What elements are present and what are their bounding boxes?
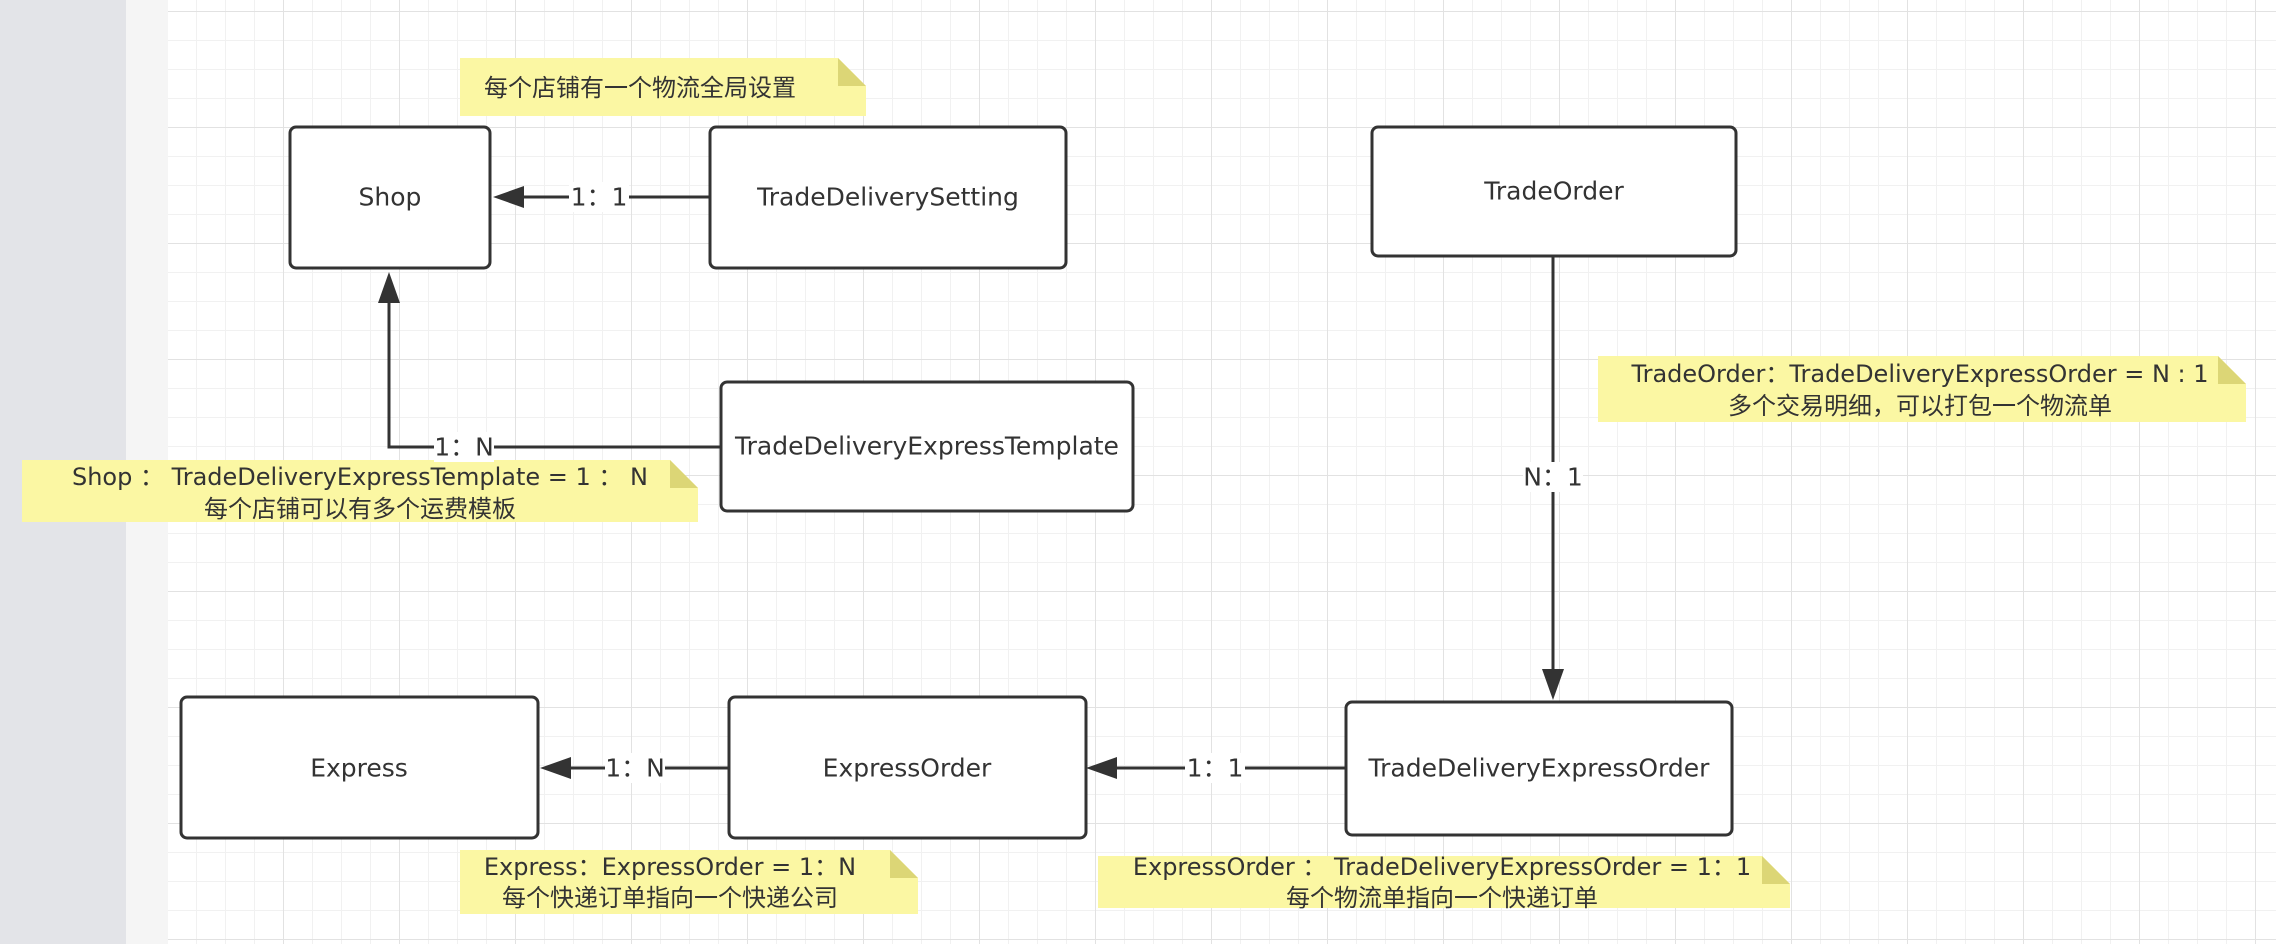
connector-expressorder-to-express[interactable]: 1：N: [540, 753, 728, 783]
entity-box: [288, 125, 492, 270]
note-fold-corner: [890, 850, 918, 878]
entity-trade-delivery-express-order[interactable]: TradeDeliveryExpressOrder: [1344, 700, 1734, 837]
relation-label-bg: [1523, 462, 1583, 492]
entity-express-order[interactable]: ExpressOrder: [727, 695, 1088, 840]
connector-deliveryorder-to-expressorder[interactable]: 1：1: [1086, 753, 1346, 783]
connector-line: [387, 300, 722, 449]
relation-label: 1：1: [1187, 754, 1244, 783]
connector-template-to-shop[interactable]: 1：N: [378, 272, 722, 462]
relation-label: 1：N: [605, 754, 665, 783]
entity-trade-delivery-setting[interactable]: TradeDeliverySetting: [708, 125, 1068, 270]
entity-box: [719, 380, 1135, 513]
note-fold-corner: [670, 460, 698, 488]
entity-box: [179, 695, 540, 840]
relation-label: 1：N: [434, 433, 494, 462]
note-text-line2: 多个交易明细，可以打包一个物流单: [1728, 392, 2112, 420]
entity-label: Express: [310, 754, 408, 783]
note-text-line2: 每个店铺可以有多个运费模板: [204, 495, 516, 523]
entity-trade-delivery-express-template[interactable]: TradeDeliveryExpressTemplate: [719, 380, 1135, 513]
entity-express[interactable]: Express: [179, 695, 540, 840]
entity-label: ExpressOrder: [823, 754, 992, 783]
relation-label: N：1: [1523, 463, 1583, 492]
arrowhead-left-icon: [540, 757, 571, 779]
note-express[interactable]: Express：ExpressOrder = 1：N 每个快递订单指向一个快递公…: [460, 850, 918, 914]
note-body: [460, 58, 866, 116]
note-body: [22, 460, 698, 522]
note-trade-order[interactable]: TradeOrder：TradeDeliveryExpressOrder = N…: [1598, 356, 2246, 422]
entity-label: Shop: [359, 183, 422, 212]
note-text-line2: 每个物流单指向一个快递订单: [1286, 884, 1598, 912]
note-shop-setting[interactable]: 每个店铺有一个物流全局设置: [460, 58, 866, 116]
entity-label: TradeDeliverySetting: [756, 183, 1019, 212]
arrowhead-left-icon: [493, 186, 524, 208]
note-text-line1: Shop ： TradeDeliveryExpressTemplate = 1 …: [72, 463, 648, 491]
arrowhead-up-icon: [378, 272, 400, 303]
entity-box: [1344, 700, 1734, 837]
entity-label: TradeDeliveryExpressOrder: [1368, 754, 1711, 783]
relation-label-bg: [1185, 753, 1245, 783]
connector-tradeorder-to-deliveryorder[interactable]: N：1: [1523, 257, 1583, 700]
entity-label: TradeOrder: [1483, 177, 1624, 206]
relation-label-bg: [434, 432, 494, 462]
entity-box: [1370, 125, 1738, 258]
note-text-line1: ExpressOrder ： TradeDeliveryExpressOrder…: [1133, 853, 1751, 881]
relation-label-bg: [569, 182, 629, 212]
note-body: [460, 850, 918, 914]
note-text-line2: 每个快递订单指向一个快递公司: [502, 884, 838, 912]
entity-shop[interactable]: Shop: [288, 125, 492, 270]
note-express-order[interactable]: ExpressOrder ： TradeDeliveryExpressOrder…: [1098, 853, 1790, 912]
arrowhead-down-icon: [1542, 669, 1564, 700]
note-body: [1098, 856, 1790, 908]
note-text-line1: Express：ExpressOrder = 1：N: [484, 853, 856, 881]
relation-label-bg: [605, 753, 665, 783]
note-shop-template[interactable]: Shop ： TradeDeliveryExpressTemplate = 1 …: [22, 460, 698, 523]
relation-label: 1：1: [571, 183, 628, 212]
note-text-line1: 每个店铺有一个物流全局设置: [484, 74, 796, 102]
entity-box: [727, 695, 1088, 840]
entity-trade-order[interactable]: TradeOrder: [1370, 125, 1738, 258]
arrowhead-left-icon: [1086, 757, 1117, 779]
entity-label: TradeDeliveryExpressTemplate: [734, 432, 1119, 461]
note-fold-corner: [838, 58, 866, 86]
note-fold-corner: [2218, 356, 2246, 384]
connector-setting-to-shop[interactable]: 1：1: [493, 182, 710, 212]
note-fold-corner: [1762, 856, 1790, 884]
note-text-line1: TradeOrder：TradeDeliveryExpressOrder = N…: [1630, 360, 2208, 388]
note-body: [1598, 356, 2246, 422]
entity-box: [708, 125, 1068, 270]
